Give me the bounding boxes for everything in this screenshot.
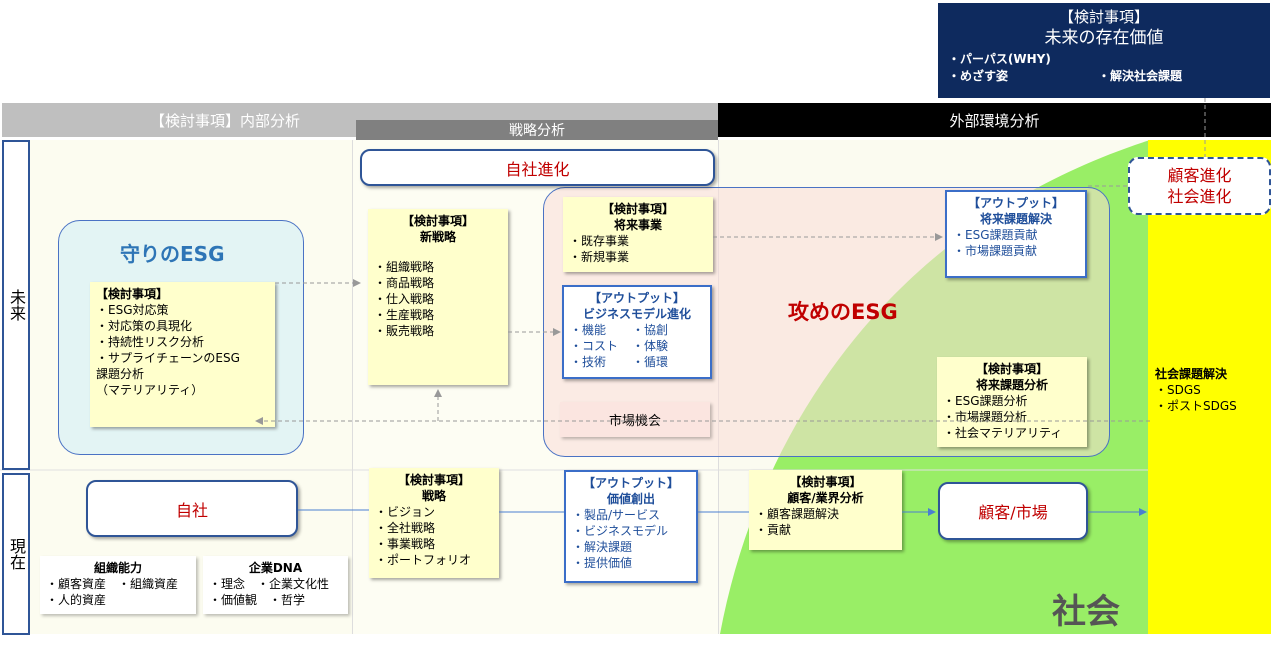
strategy-now-note: 【検討事項】 戦略 ・ビジョン ・全社戦略 ・事業戦略 ・ポートフォリオ [369, 468, 499, 578]
business-model-box: 【アウトプット】 ビジネスモデル進化 ・機能 ・コスト ・技術 ・協創 ・体験 … [562, 285, 712, 379]
future-issue-solution-box: 【アウトプット】 将来課題解決 ・ESG課題貢献 ・市場課題貢献 [945, 190, 1087, 278]
purpose-item: ・パーパス(WHY) [948, 52, 1051, 66]
internal-header-label: 【検討事項】内部分析 [150, 112, 301, 130]
customer-evolution-box: 顧客進化 社会進化 [1128, 157, 1271, 215]
row-label-present: 現在 [2, 473, 30, 635]
social-issue-item: ・解決社会課題 [1098, 69, 1183, 83]
customer-analysis-note: 【検討事項】 顧客/業界分析 ・顧客課題解決 ・貢献 [749, 470, 902, 550]
future-issue-analysis-note: 【検討事項】 将来課題分析 ・ESG課題分析 ・市場課題分析 ・社会マテリアリテ… [937, 357, 1087, 447]
external-header: 外部環境分析 [718, 103, 1271, 137]
mamori-note: 【検討事項】 ・ESG対応策 ・対応策の具現化 ・持続性リスク分析 ・サプライチ… [90, 282, 275, 427]
external-header-label: 外部環境分析 [949, 111, 1040, 130]
seme-esg-title: 攻めのESG [788, 300, 898, 324]
society-label: 社会 [1052, 592, 1120, 632]
future-value-box: 【検討事項】 未来の存在価値 ・パーパス(WHY) ・めざす姿 ・解決社会課題 [938, 3, 1270, 98]
vision-item: ・めざす姿 [948, 69, 1009, 83]
future-value-header: 【検討事項】 [1058, 8, 1149, 26]
market-opportunity-box: 市場機会 [560, 402, 710, 437]
corp-dna-box: 企業DNA ・理念 ・企業文化性 ・価値観 ・哲学 [203, 556, 348, 614]
future-value-title: 未来の存在価値 [1044, 28, 1164, 48]
future-business-note: 【検討事項】 将来事業 ・既存事業 ・新規事業 [563, 197, 713, 272]
value-creation-box: 【アウトプット】 価値創出 ・製品/サービス ・ビジネスモデル ・解決課題 ・提… [564, 470, 698, 583]
new-strategy-note: 【検討事項】 新戦略 ・組織戦略 ・商品戦略 ・仕入戦略 ・生産戦略 ・販売戦略 [368, 209, 508, 385]
row-label-future: 未来 [2, 140, 30, 470]
jisha-box: 自社 [86, 480, 298, 537]
jisha-shinka-box: 自社進化 [360, 149, 715, 186]
social-solution: 社会課題解決 ・SDGS ・ポストSDGS [1155, 367, 1237, 413]
org-capability-box: 組織能力 ・顧客資産 ・組織資産 ・人的資産 [40, 556, 196, 614]
mamori-esg-title: 守りのESG [120, 242, 225, 266]
strategy-header-label: 戦略分析 [509, 123, 565, 139]
strategy-header: 戦略分析 [356, 120, 718, 140]
customer-market-box: 顧客/市場 [938, 482, 1088, 540]
